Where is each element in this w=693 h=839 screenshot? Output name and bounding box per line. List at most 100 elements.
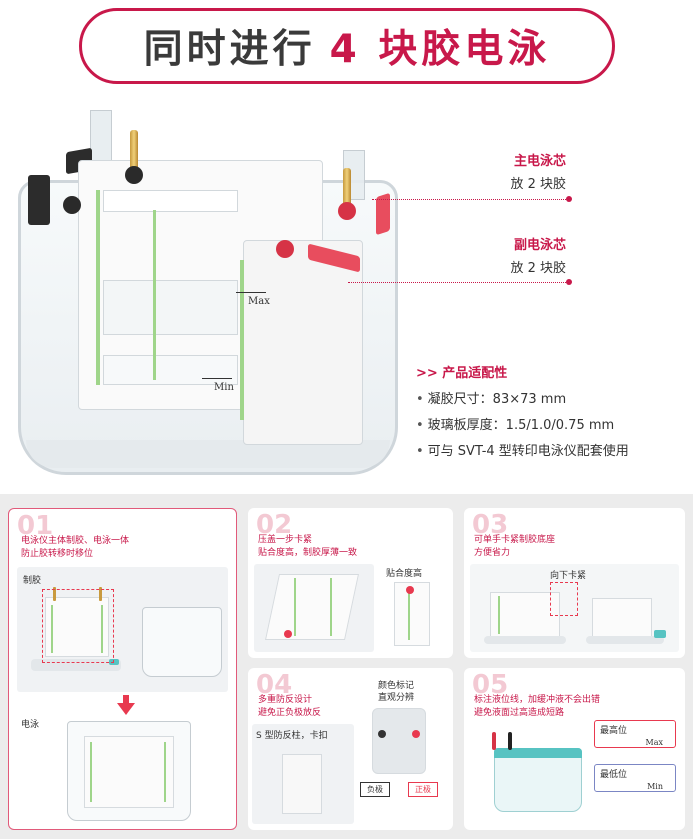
black-terminal [378,730,386,738]
label-press-down: 向下卡紧 [550,571,587,581]
mini-green [330,578,332,636]
card-04: 04 多重防反设计 避免正负极放反 颜色标记 直观分辨 S 型防反柱，卡扣 负极… [248,668,453,830]
black-lead [508,732,512,750]
label-fit: 贴合度高 [386,569,423,579]
casting-image: 制胶 [17,567,228,692]
frame-mid-window [103,280,238,335]
callout-main-core-sub: 放 2 块胶 [510,177,566,192]
mini-green [51,605,53,653]
callout-secondary-core-dot [566,279,572,285]
red-terminal [412,730,420,738]
mini-frame [84,736,174,808]
mini-post [53,587,56,601]
mini-base [484,636,566,644]
callout-secondary-core-title: 副电泳芯 [513,238,566,253]
card-caption-line2: 避免液面过高造成短路 [474,708,565,718]
card-caption-line1: 可单手卡紧制胶底座 [474,535,556,545]
electrode-cap-red-1 [338,202,356,220]
dashed-highlight [550,582,578,616]
card-caption-line1: 电泳仪主体制胶、电泳一体 [21,536,130,546]
feature-list: >> 产品适配性 •凝胶尺寸：83×73 mm •玻璃板厚度：1.5/1.0/0… [416,362,629,465]
electrode-cap-red-2 [276,240,294,258]
gasket-green-right [240,260,244,420]
gasket-green-mid [153,210,156,380]
callout-main-core-leader [372,199,568,200]
mini-frame [45,597,109,657]
teal-lid [494,748,582,758]
mini-base [586,636,664,644]
callout-secondary-core-sub: 放 2 块胶 [510,261,566,276]
red-arrow-stem [123,695,129,703]
frame-low-window [103,355,238,385]
callout-secondary-core: 副电泳芯 放 2 块胶 [470,234,566,276]
red-lead [492,732,496,750]
anti-reverse-image: S 型防反柱，卡扣 [252,724,354,824]
min-level-box: 最低位 Min [594,764,676,792]
page-title: 同时进行 4 块胶电泳 [79,8,615,84]
electrode-cap-black-1 [125,166,143,184]
mini-green [408,592,410,640]
bullet: • [416,392,424,407]
card-number: 02 [256,510,293,540]
max-level-mark: Max [645,738,663,747]
min-level-mark: Min [647,782,663,791]
card-02: 02 压盖一步卡紧 贴合度高，制胶厚薄一致 贴合度高 [248,508,453,658]
feature-heading: >> 产品适配性 [416,366,508,381]
clamp-image [254,564,374,652]
max-level-box: 最高位 Max [594,720,676,748]
label-casting: 制胶 [23,576,42,586]
dashed-highlight [42,589,114,663]
max-mark-line [236,292,266,293]
mini-green [294,578,296,636]
secondary-core-frame [243,240,363,445]
card-number: 04 [256,670,293,700]
feature-item: •可与 SVT-4 型转印电泳仪配套使用 [416,444,629,459]
callout-main-core-dot [566,196,572,202]
label-negative: 负极 [360,782,390,797]
card-number: 01 [17,511,54,541]
card-01: 01 电泳仪主体制胶、电泳一体 防止胶转移时移位 制胶 电泳 [8,508,237,830]
callout-main-core: 主电泳芯 放 2 块胶 [470,150,566,192]
red-knob [406,586,414,594]
card-caption-line1: 多重防反设计 [258,695,313,705]
feature-item: •玻璃板厚度：1.5/1.0/0.75 mm [416,418,615,433]
card-03: 03 可单手卡紧制胶底座 方便省力 向下卡紧 [464,508,685,658]
label-run: 电泳 [21,720,40,730]
min-mark-line [202,378,232,379]
callout-main-core-title: 主电泳芯 [513,154,566,169]
mini-tank-level [494,748,582,812]
mini-green [90,742,92,802]
product-image: Max Min [8,110,428,480]
card-caption-line2: 贴合度高，制胶厚薄一致 [258,548,358,558]
bullet: • [416,444,424,459]
teal-clip [654,630,666,638]
electrode-post-2 [343,168,351,212]
callout-secondary-core-leader [348,282,568,283]
feature-panel: 01 电泳仪主体制胶、电泳一体 防止胶转移时移位 制胶 电泳 02 压盖一步卡紧… [0,494,693,839]
max-level-title: 最高位 [600,726,628,736]
black-strip-left [28,175,50,225]
mini-tank-empty [142,607,222,677]
min-mark-label: Min [214,382,234,393]
card-caption-line2: 方便省力 [474,548,511,558]
s-post [282,754,322,814]
card-number: 03 [472,510,509,540]
title-accent: 4 块胶电泳 [329,27,551,72]
label-easy-distinguish: 直观分辨 [378,693,415,703]
mini-green [101,605,103,653]
red-arrow-down [117,703,135,715]
gasket-green-left [96,190,100,385]
teal-clip [109,659,119,665]
label-color-mark: 颜色标记 [378,681,415,691]
mini-frame [264,574,360,640]
bullet: • [416,418,424,433]
card-number: 05 [472,670,509,700]
red-knob [284,630,292,638]
electrode-post-1 [130,130,138,174]
card-caption-line2: 避免正负极放反 [258,708,322,718]
base-clamp-image: 向下卡紧 [470,564,679,652]
title-main: 同时进行 [143,27,316,72]
card-caption-line2: 防止胶转移时移位 [21,549,94,559]
card-caption-line1: 标注液位线，加缓冲液不会出错 [474,695,601,705]
card-05: 05 标注液位线，加缓冲液不会出错 避免液面过高造成短路 最高位 Max 最低位… [464,668,685,830]
